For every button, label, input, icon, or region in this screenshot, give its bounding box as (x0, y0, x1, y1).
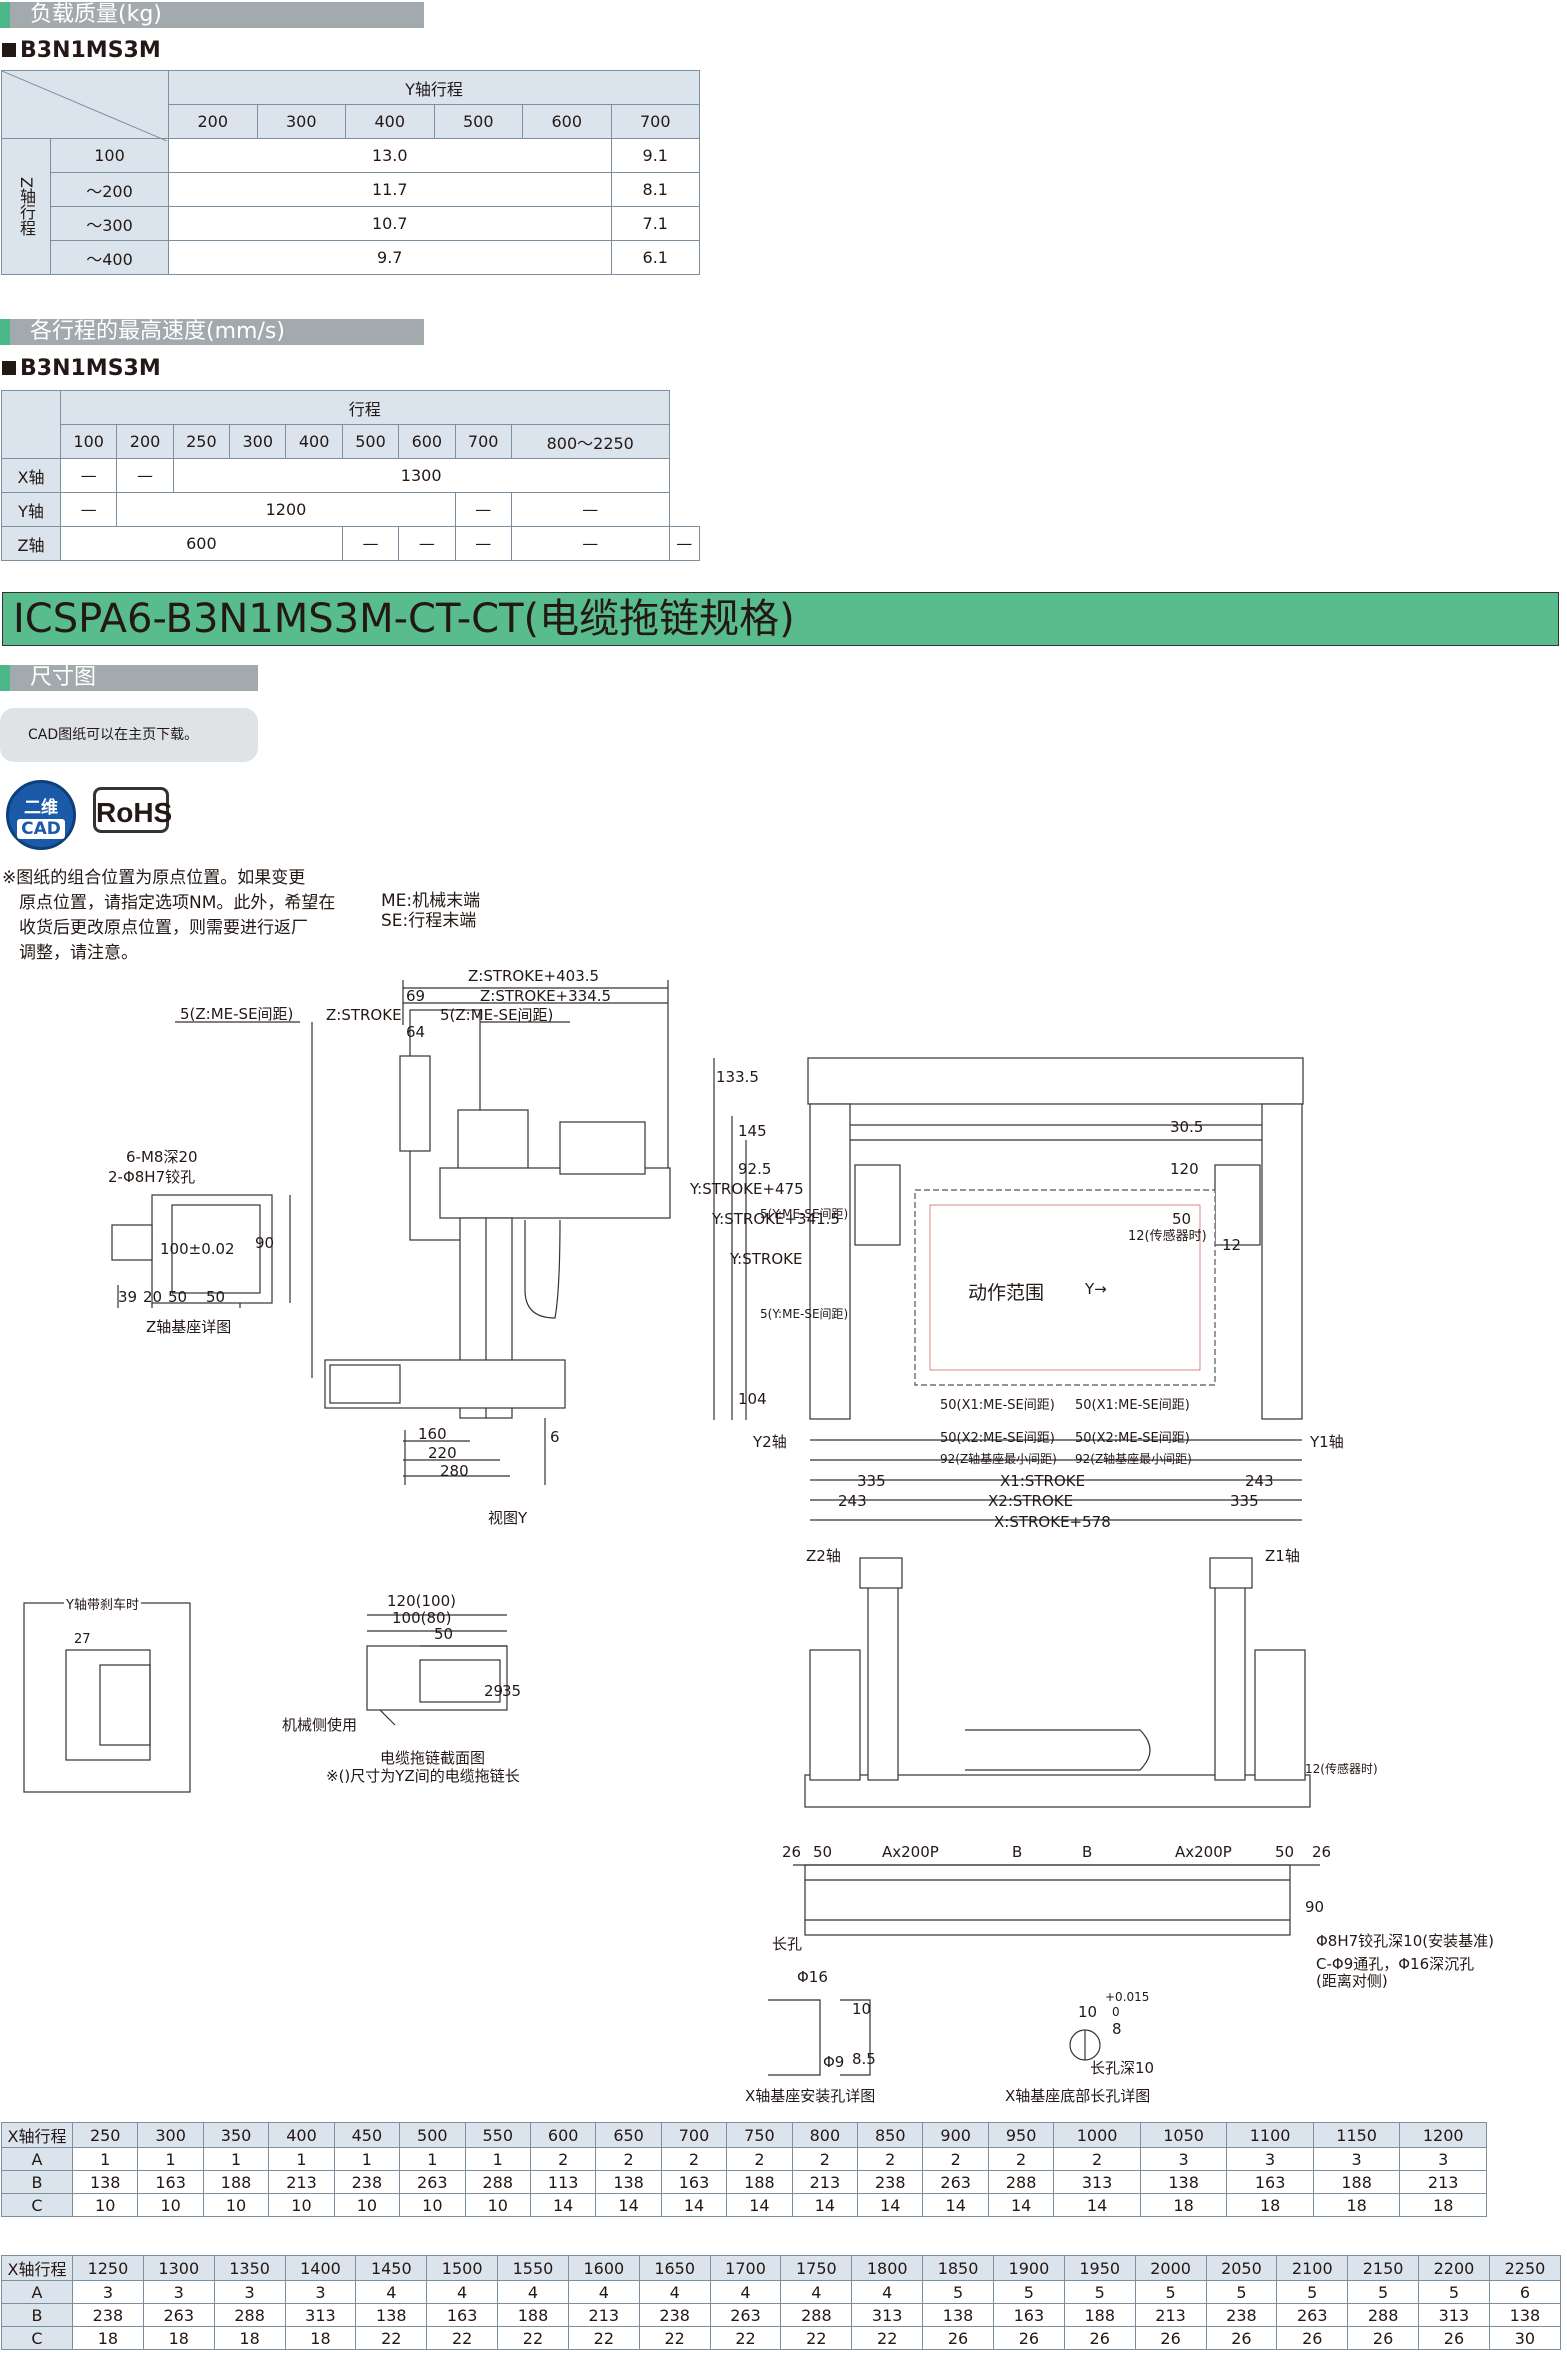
speed-stroke: 700 (454, 424, 512, 459)
load-model: B3N1MS3M (2, 38, 161, 63)
speed-stroke: 800～2250 (510, 424, 670, 459)
me-note: ME:机械末端 SE:行程末端 (381, 891, 481, 931)
load-section-title: 负载质量(kg) (0, 2, 424, 28)
load-y-value: 500 (433, 104, 523, 139)
speed-z-name: Z轴 (1, 526, 61, 561)
load-y-value: 600 (522, 104, 612, 139)
load-table-corner (1, 70, 169, 141)
speed-section-title: 各行程的最高速度(mm/s) (0, 319, 424, 345)
load-y-value: 700 (610, 104, 700, 139)
speed-stroke: 400 (285, 424, 343, 459)
cad-2d-badge[interactable]: 二维 CAD (6, 780, 76, 850)
dim-section-title: 尺寸图 (0, 665, 258, 691)
speed-stroke-label: 行程 (60, 390, 670, 425)
speed-stroke: 500 (341, 424, 400, 459)
speed-model: B3N1MS3M (2, 356, 161, 381)
speed-stroke: 200 (116, 424, 174, 459)
origin-note: ※图纸的组合位置为原点位置。如果变更 原点位置，请指定选项NM。此外，希望在 收… (2, 868, 336, 963)
load-z-label: Z轴行程 (1, 138, 51, 275)
cad-download-note[interactable]: CAD图纸可以在主页下载。 (0, 708, 258, 762)
load-y-label: Y轴行程 (168, 70, 700, 105)
load-y-value: 400 (345, 104, 435, 139)
rohs-logo: RoHS (93, 787, 172, 833)
speed-stroke: 100 (59, 424, 118, 459)
speed-x-name: X轴 (1, 458, 61, 493)
speed-stroke: 300 (229, 424, 287, 459)
product-title: ICSPA6-B3N1MS3M-CT-CT(电缆拖链规格) (2, 592, 1559, 646)
